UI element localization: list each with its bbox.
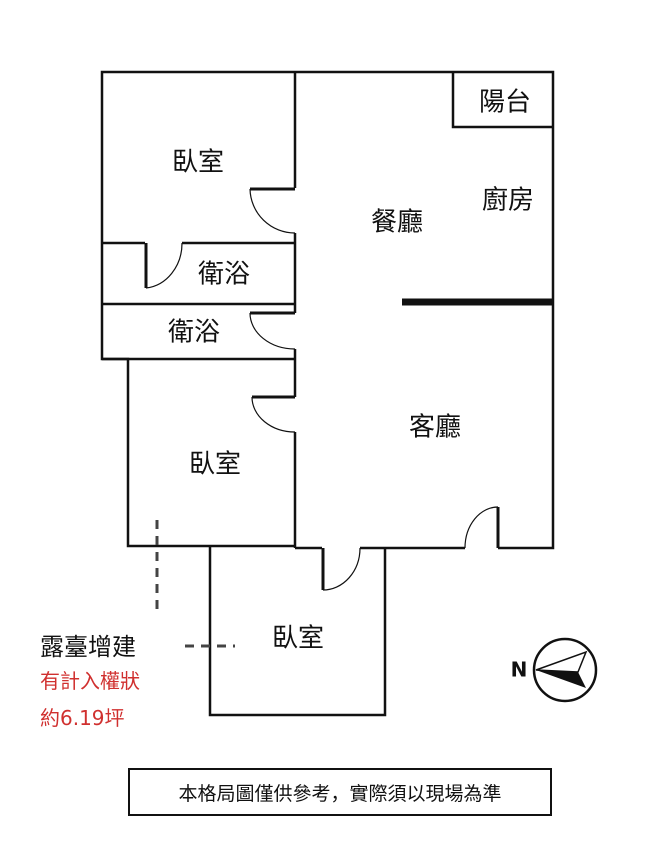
door-swing-arc	[322, 547, 361, 591]
room-bathroom-1: 衛浴	[198, 260, 250, 290]
disclaimer-notice: 本格局圖僅供參考，實際須以現場為準	[128, 768, 552, 816]
door-swing-arc	[464, 506, 499, 549]
room-bedroom-1: 臥室	[172, 148, 224, 178]
annotation-line-1: 有計入權狀	[40, 669, 140, 693]
door-swing-arc	[249, 312, 296, 350]
room-bedroom-3: 臥室	[272, 624, 324, 654]
door-swing-arc	[145, 242, 183, 289]
door-swing-arc	[249, 188, 296, 234]
annotation-title: 露臺增建	[40, 633, 136, 661]
door-swing-arc	[251, 396, 296, 433]
room-kitchen: 廚房	[482, 186, 534, 216]
room-living: 客廳	[409, 413, 461, 443]
room-balcony: 陽台	[479, 88, 531, 118]
walls	[100, 70, 555, 717]
compass-icon: N	[511, 637, 598, 703]
room-dining: 餐廳	[371, 208, 423, 238]
compass-north-label: N	[511, 658, 528, 682]
room-bedroom-2: 臥室	[189, 450, 241, 480]
doors	[144, 187, 500, 591]
room-bathroom-2: 衛浴	[168, 318, 220, 348]
annotation-line-2: 約6.19坪	[40, 706, 125, 730]
